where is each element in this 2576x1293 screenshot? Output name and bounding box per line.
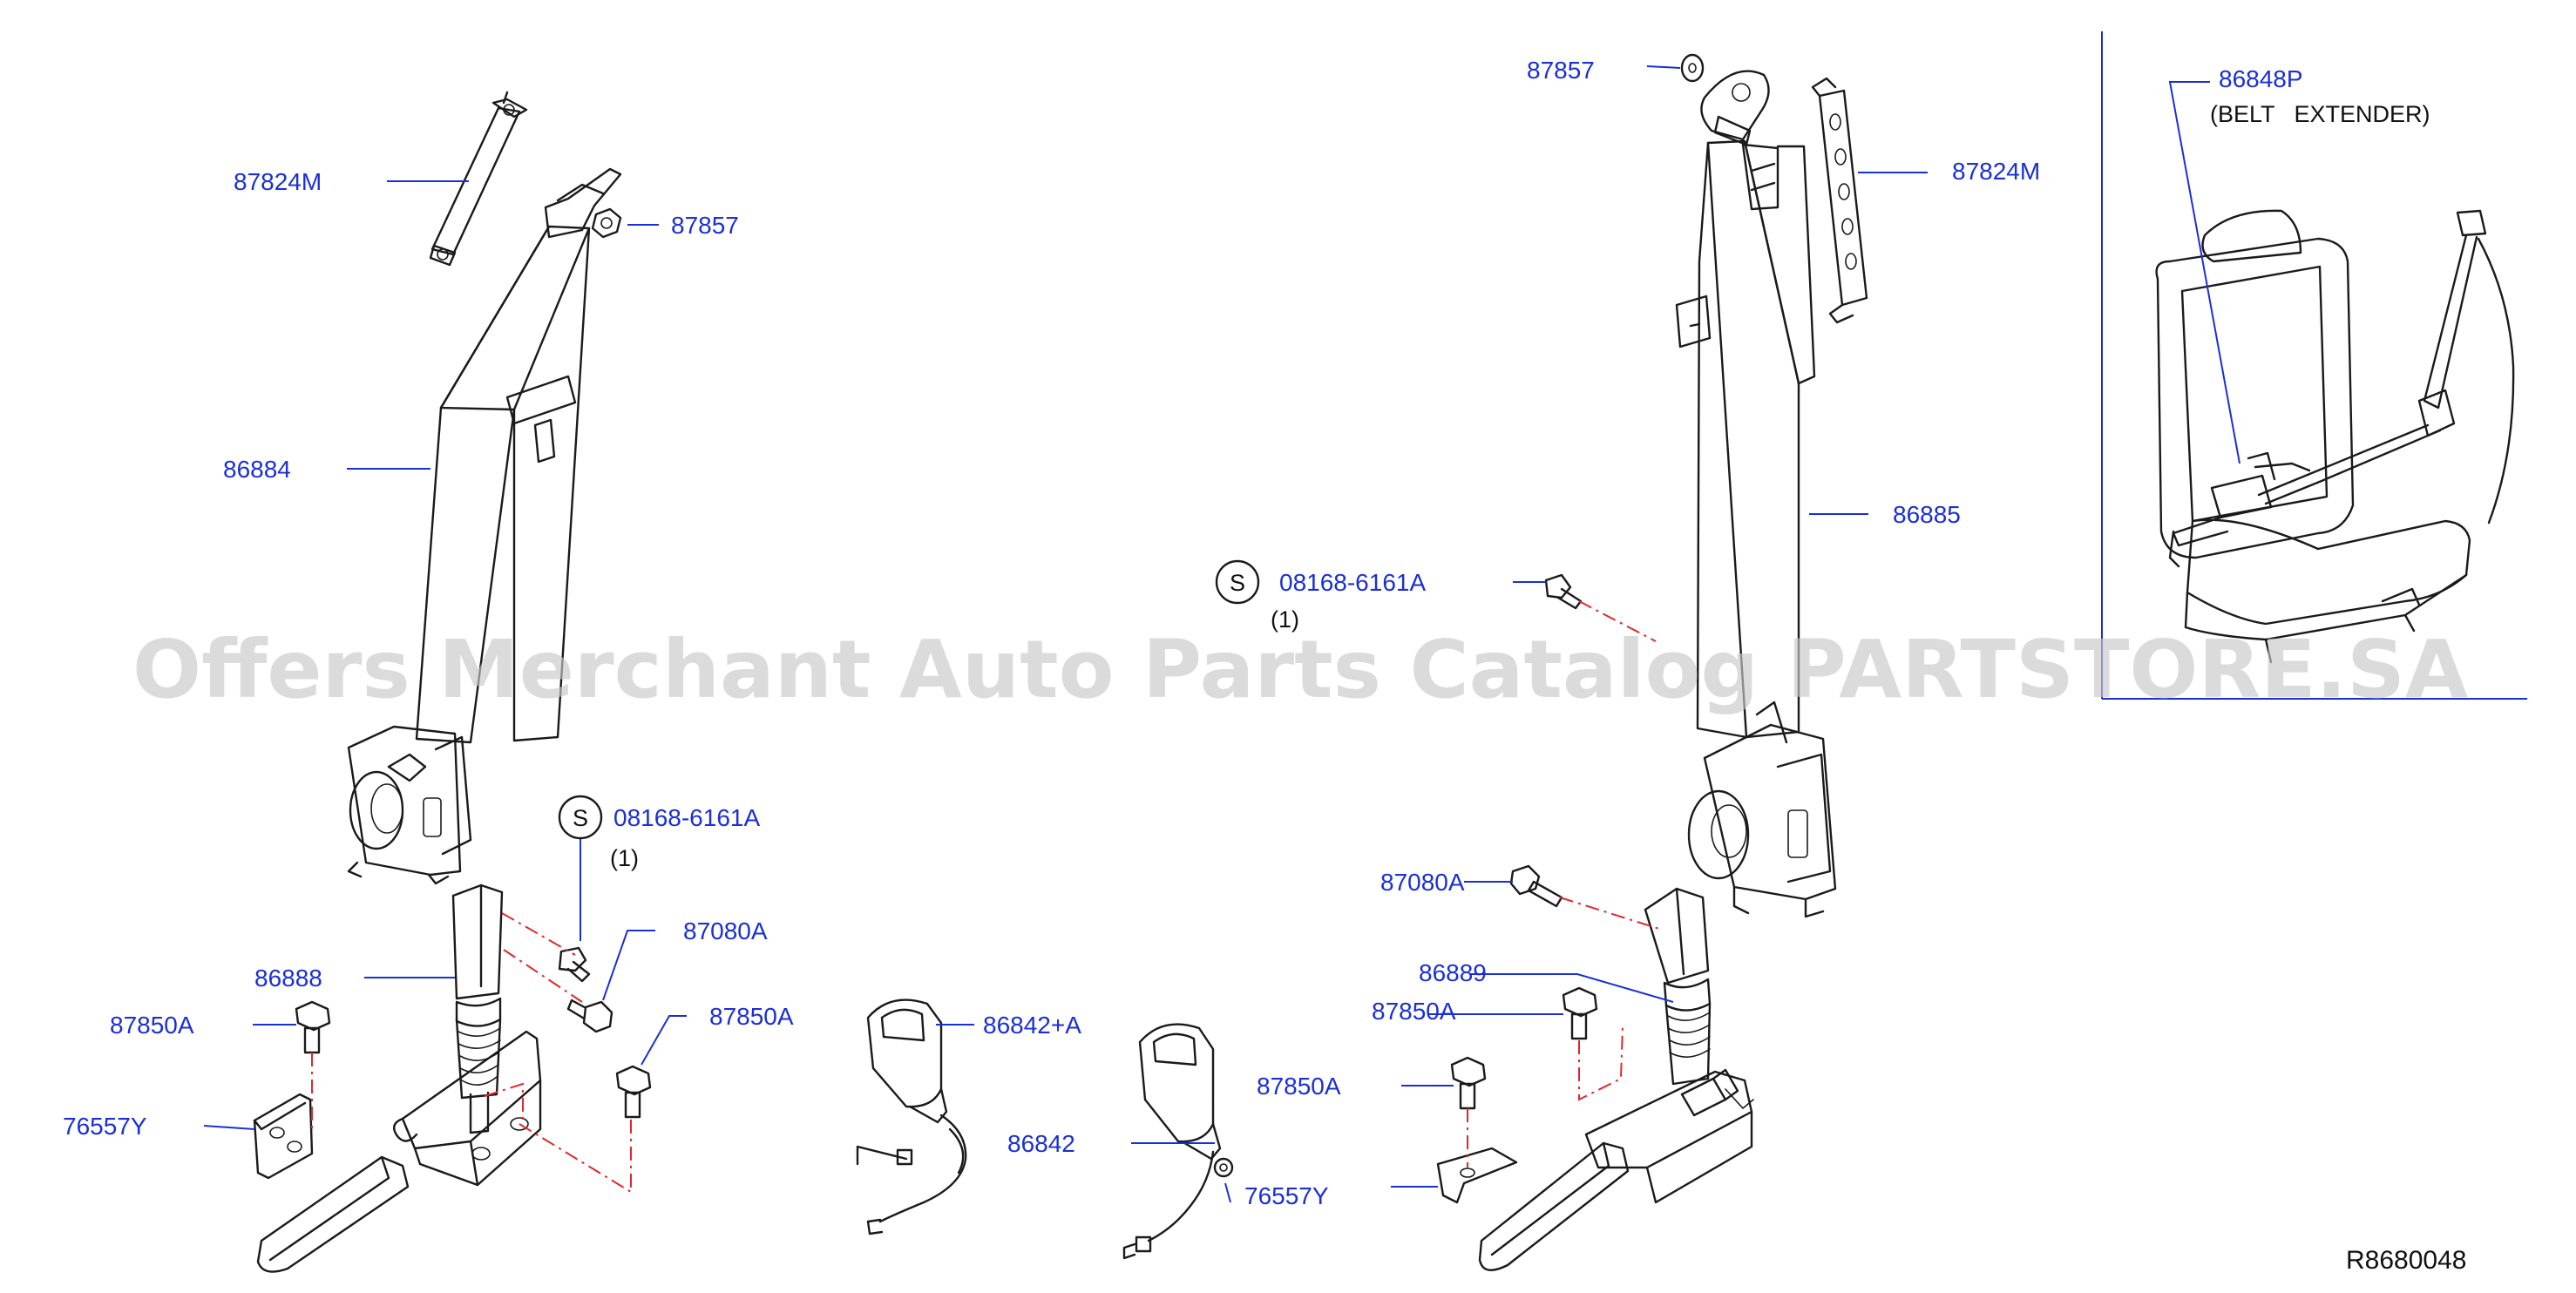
label-87857-right[interactable]: 87857 bbox=[1527, 57, 1595, 84]
bracket-76557y-left bbox=[253, 1093, 314, 1180]
label-86884[interactable]: 86884 bbox=[223, 456, 291, 483]
bolt-87080a-left bbox=[566, 999, 613, 1033]
label-08168-6161a-left[interactable]: 08168-6161A bbox=[613, 804, 760, 831]
qty-08168-right: (1) bbox=[1271, 606, 1299, 633]
belt-webbing-left bbox=[415, 167, 622, 744]
label-86889[interactable]: 86889 bbox=[1419, 959, 1487, 986]
label-87080a-left[interactable]: 87080A bbox=[683, 917, 768, 944]
belt-extender-inset bbox=[2101, 31, 2527, 700]
label-87850a-left-1[interactable]: 87850A bbox=[110, 1012, 194, 1039]
label-87824m-left[interactable]: 87824M bbox=[234, 168, 322, 195]
s-symbol-circle-right bbox=[1215, 559, 1260, 605]
buckle-stalk-left bbox=[256, 883, 542, 1273]
anchor-nut-left bbox=[591, 207, 622, 239]
bolt-08168-right bbox=[1544, 573, 1583, 610]
s-symbol-left: S bbox=[573, 805, 588, 831]
leader-lines bbox=[203, 65, 2240, 1203]
s-symbol-circle-left bbox=[558, 795, 603, 840]
label-86885[interactable]: 86885 bbox=[1893, 501, 1961, 528]
diagram-code: R8680048 bbox=[2346, 1246, 2466, 1275]
bolt-87850a-left-b bbox=[615, 1065, 652, 1119]
label-86842[interactable]: 86842 bbox=[1007, 1130, 1075, 1157]
label-87857-left[interactable]: 87857 bbox=[671, 212, 739, 239]
label-76557y-mid[interactable]: 76557Y bbox=[1244, 1182, 1329, 1209]
seat-illustration bbox=[2155, 209, 2515, 664]
belt-extender-caption: (BELT EXTENDER) bbox=[2210, 101, 2430, 127]
bolt-08168-left bbox=[558, 946, 591, 983]
height-adjuster-left bbox=[429, 91, 528, 267]
label-76557y-left[interactable]: 76557Y bbox=[63, 1113, 147, 1140]
s-symbol-right: S bbox=[1230, 570, 1245, 596]
qty-08168-left: (1) bbox=[610, 845, 639, 871]
label-87850a-mid[interactable]: 87850A bbox=[1257, 1073, 1341, 1100]
washer-87857-right bbox=[1680, 53, 1705, 83]
label-08168-6161a-right[interactable]: 08168-6161A bbox=[1279, 569, 1426, 596]
label-86888[interactable]: 86888 bbox=[254, 965, 322, 992]
label-87080a-right[interactable]: 87080A bbox=[1380, 869, 1465, 896]
buckle-86842a bbox=[856, 999, 967, 1235]
watermark: Offers Merchant Auto Parts Catalog PARTS… bbox=[132, 623, 2468, 716]
upper-anchor-right bbox=[1700, 70, 1779, 211]
label-87850a-left-2[interactable]: 87850A bbox=[709, 1003, 794, 1030]
retractor-right bbox=[1687, 701, 1837, 918]
bolt-87080a-right bbox=[1509, 864, 1563, 908]
left-belt-assembly bbox=[253, 91, 652, 1273]
retractor-left bbox=[347, 725, 472, 885]
buckle-stalk-right bbox=[1478, 887, 1754, 1271]
belt-webbing-right bbox=[1675, 139, 1816, 739]
bracket-76557y-right bbox=[1436, 1147, 1518, 1204]
label-86842-a[interactable]: 86842+A bbox=[983, 1012, 1081, 1039]
bolt-87850a-left-a bbox=[295, 1000, 331, 1054]
label-87850a-right[interactable]: 87850A bbox=[1372, 998, 1456, 1025]
bolt-87850a-right-b bbox=[1450, 1056, 1487, 1110]
bolt-87850a-right-a bbox=[1562, 986, 1598, 1040]
right-belt-assembly bbox=[1436, 53, 1868, 1271]
height-adjuster-right bbox=[1811, 77, 1868, 324]
label-86848p[interactable]: 86848P bbox=[2219, 65, 2303, 92]
label-87824m-right[interactable]: 87824M bbox=[1952, 158, 2040, 185]
buckle-86842 bbox=[1122, 1023, 1234, 1260]
